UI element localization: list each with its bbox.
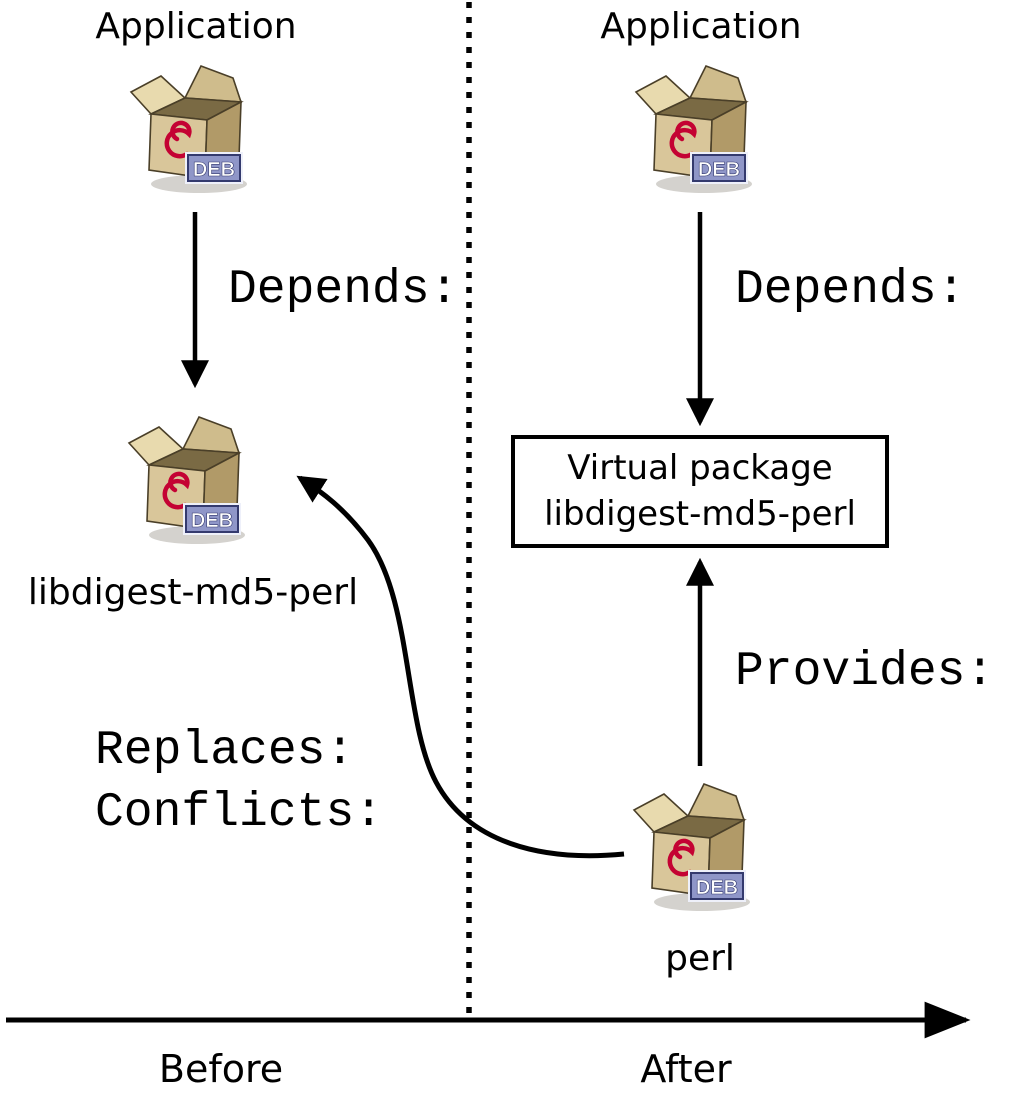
after-label: After	[640, 1047, 732, 1091]
conflicts-label: Conflicts:	[95, 786, 384, 840]
libdigest-package-icon	[119, 403, 269, 553]
left-application-title: Application	[95, 6, 297, 47]
provides-label: Provides:	[735, 645, 995, 699]
left-depends-label: Depends:	[228, 263, 459, 317]
libdigest-package-label: libdigest-md5-perl	[27, 572, 359, 613]
replaces-label: Replaces:	[95, 724, 355, 778]
left-application-package-icon	[121, 52, 271, 202]
virtual-package-box: Virtual package libdigest-md5-perl	[511, 435, 889, 548]
perl-package-label: perl	[665, 938, 735, 979]
right-application-package-icon	[626, 52, 776, 202]
virtual-package-line2: libdigest-md5-perl	[544, 493, 856, 534]
right-depends-label: Depends:	[735, 263, 966, 317]
before-label: Before	[158, 1047, 284, 1091]
perl-package-icon	[624, 770, 774, 920]
virtual-package-line1: Virtual package	[567, 447, 833, 488]
right-application-title: Application	[600, 6, 802, 47]
